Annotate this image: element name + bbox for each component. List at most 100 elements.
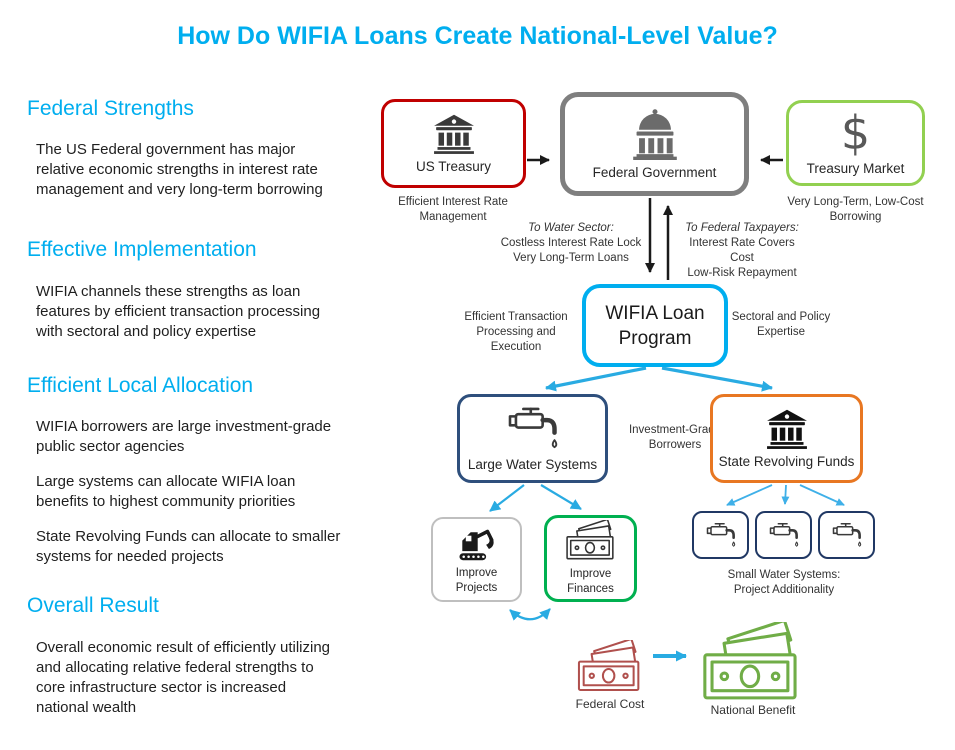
arrow-srf-to-small1 (726, 484, 773, 506)
text-line: with sectoral and policy expertise (36, 323, 257, 340)
dollar-icon: $ (840, 106, 871, 160)
paragraph-state-revolving-funds: State Revolving Funds can allocate to sm… (36, 527, 366, 567)
section-heading-federal-strengths: Federal Strengths (27, 97, 194, 120)
text-line: Management (419, 211, 487, 223)
section-heading-efficient-local-allocation: Efficient Local Allocation (27, 374, 254, 397)
caption-small-water-systems: Small Water Systems: Project Additionali… (690, 568, 878, 598)
arrow-projects-finances-tradeoff (509, 608, 551, 621)
arrow-lws-to-projects (489, 484, 525, 512)
text-line: Borrowing (829, 211, 882, 223)
node-label: Improve Finances (567, 567, 614, 597)
text-line: and allocating relative federal strength… (36, 659, 314, 676)
faucet-icon (767, 522, 801, 549)
faucet-icon (704, 522, 738, 549)
node-label: Treasury Market (806, 161, 905, 176)
text-line: WIFIA Loan (605, 302, 705, 324)
bank-icon (765, 409, 809, 449)
text-line: Small Water Systems: (727, 569, 841, 581)
text-line: Interest Rate Covers Cost (689, 237, 795, 264)
faucet-icon (830, 522, 864, 549)
text-line: Processing and Execution (476, 326, 556, 353)
text-line: WIFIA borrowers are large investment-gra… (36, 418, 332, 435)
money-stack-icon (700, 622, 804, 704)
label-federal-cost: Federal Cost (575, 697, 645, 711)
text-line: To Federal Taxpayers: (685, 222, 799, 234)
paragraph-federal-strengths: The US Federal government has major rela… (36, 140, 366, 200)
arrow-wifia-to-srf (661, 366, 773, 392)
banknote-icon (565, 520, 617, 562)
node-state-revolving-funds: State Revolving Funds (710, 394, 863, 483)
node-large-water-systems: Large Water Systems (457, 394, 608, 483)
paragraph-effective-implementation: WIFIA channels these strengths as loan f… (36, 282, 366, 342)
annotation-wifia-left: Efficient Transaction Processing and Exe… (450, 310, 582, 355)
node-label: State Revolving Funds (718, 453, 855, 469)
text-line: Low-Risk Repayment (687, 267, 797, 279)
node-label: Large Water Systems (467, 456, 598, 472)
node-label: Federal Government (592, 165, 717, 180)
text-line: Borrowers (648, 439, 702, 451)
text-line: Efficient Transaction (464, 311, 568, 323)
annotation-wifia-right: Sectoral and Policy Expertise (726, 310, 836, 340)
text-line: Program (618, 327, 692, 349)
node-improve-projects: Improve Projects (431, 517, 522, 602)
arrow-lws-to-finances (540, 484, 582, 510)
paragraph-overall-result: Overall economic result of efficiently u… (36, 638, 366, 718)
node-federal-government: Federal Government (560, 92, 749, 196)
node-label: WIFIA Loan Program (605, 301, 704, 351)
bank-dome-icon (628, 108, 682, 160)
node-wifia-loan-program: WIFIA Loan Program (582, 284, 728, 367)
node-small-water-system-3 (818, 511, 875, 559)
annotation-to-water-sector: To Water Sector: Costless Interest Rate … (498, 221, 644, 266)
bank-icon (432, 114, 476, 154)
text-line: benefits to highest community priorities (36, 493, 296, 510)
node-label: US Treasury (415, 158, 492, 174)
node-label: Improve Projects (456, 566, 498, 596)
node-us-treasury: US Treasury (381, 99, 526, 188)
text-line: Sectoral and Policy (731, 311, 831, 323)
text-line: public sector agencies (36, 438, 185, 455)
node-small-water-system-2 (755, 511, 812, 559)
arrow-srf-to-small2 (781, 484, 790, 505)
text-line: Large systems can allocate WIFIA loan (36, 473, 296, 490)
text-line: Projects (455, 582, 498, 594)
caption-treasury-market: Very Long-Term, Low-Cost Borrowing (768, 195, 943, 225)
text-line: management and very long-term borrowing (36, 181, 323, 198)
node-improve-finances: Improve Finances (544, 515, 637, 602)
text-line: Very Long-Term Loans (513, 252, 629, 264)
annotation-to-federal-taxpayers: To Federal Taxpayers: Interest Rate Cove… (676, 221, 808, 281)
text-line: Finances (567, 583, 614, 595)
text-line: Expertise (757, 326, 805, 338)
paragraph-large-systems: Large systems can allocate WIFIA loan be… (36, 472, 366, 512)
node-small-water-system-1 (692, 511, 749, 559)
caption-us-treasury: Efficient Interest Rate Management (368, 195, 538, 225)
section-heading-effective-implementation: Effective Implementation (27, 238, 257, 261)
text-line: The US Federal government has major (36, 141, 296, 158)
text-line: Overall economic result of efficiently u… (36, 639, 331, 656)
text-line: Improve (455, 567, 498, 579)
annotation-investment-grade-borrowers: Investment-Grade Borrowers (610, 423, 740, 453)
paragraph-wifia-borrowers: WIFIA borrowers are large investment-gra… (36, 417, 366, 457)
label-national-benefit: National Benefit (710, 703, 796, 717)
arrow-srf-to-small3 (799, 484, 845, 506)
text-line: Costless Interest Rate Lock (500, 237, 642, 249)
text-line: Investment-Grade (628, 424, 722, 436)
text-line: features by efficient transaction proces… (36, 303, 321, 320)
money-stack-icon (576, 640, 644, 694)
text-line: core infrastructure sector is increased (36, 679, 287, 696)
text-line: Efficient Interest Rate (398, 196, 508, 208)
section-heading-overall-result: Overall Result (27, 594, 159, 617)
text-line: Project Additionality (733, 584, 835, 596)
text-line: Very Long-Term, Low-Cost (787, 196, 924, 208)
excavator-icon (456, 523, 498, 561)
text-line: WIFIA channels these strengths as loan (36, 283, 301, 300)
text-line: national wealth (36, 699, 137, 716)
text-line: To Water Sector: (528, 222, 614, 234)
text-line: State Revolving Funds can allocate to sm… (36, 528, 341, 545)
text-line: relative economic strengths in interest … (36, 161, 318, 178)
faucet-icon (504, 406, 562, 452)
arrow-wifia-to-lws (545, 366, 647, 392)
node-treasury-market: $ Treasury Market (786, 100, 925, 186)
text-line: Improve (569, 568, 612, 580)
page-title: How Do WIFIA Loans Create National-Level… (177, 22, 778, 50)
